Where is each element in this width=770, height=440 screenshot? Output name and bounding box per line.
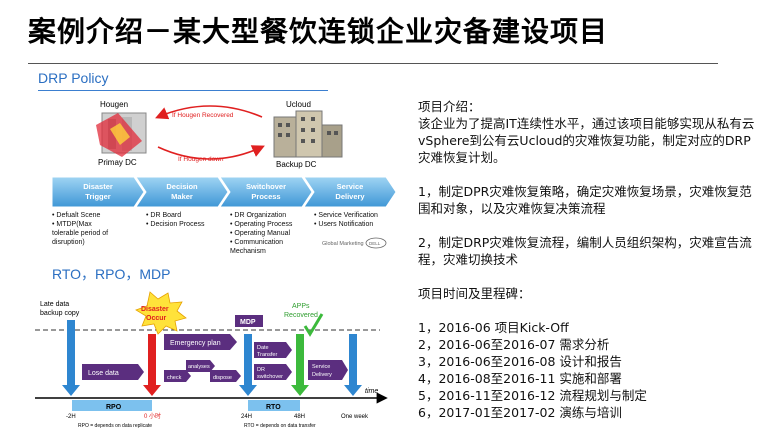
- date-transfer-label-1: Date: [257, 345, 269, 351]
- emergency-plan-label: Emergency plan: [170, 340, 221, 347]
- title-divider: [28, 63, 718, 64]
- primary-dc-icon: [96, 113, 146, 157]
- milestone-item: 1，2016-06 项目Kick-Off: [418, 319, 758, 336]
- apps-label-1: APPs: [292, 303, 310, 310]
- disaster-red-arrow: [143, 334, 161, 396]
- drp-policy-diagram: Hougen Primay DC Ucloud Backup DC If Hou…: [30, 95, 400, 260]
- milestone-item: 6，2017-01至2017-02 演练与培训: [418, 404, 758, 421]
- lose-data-label: Lose data: [88, 370, 119, 377]
- phase-title: Maker: [171, 192, 193, 201]
- phase-bullet: • Service Verification: [314, 212, 378, 219]
- drp-policy-heading: DRP Policy: [38, 70, 109, 86]
- intro-item-1: 1，制定DPR灾难恢复策略，确定灾难恢复场景，灾难恢复范围和对象，以及灾难恢复决…: [418, 183, 758, 217]
- rto-label: RTO: [266, 404, 281, 411]
- date-transfer-label-2: Transfer: [257, 352, 277, 358]
- phase-bullet: • Defualt Scene: [52, 212, 100, 219]
- arrow-top-label: If Hougen Recovered: [172, 112, 234, 119]
- phase-bullet: • Operating Manual: [230, 230, 290, 237]
- phase-title: Decision: [166, 182, 198, 191]
- service-delivery-label-1: Service: [312, 364, 330, 370]
- tick-0h: 0 小时: [144, 412, 161, 420]
- milestones-heading: 项目时间及里程碑：: [418, 285, 758, 302]
- phase-bullet: tolerable period of: [52, 230, 108, 237]
- dr-switchover-label-1: DR: [257, 367, 265, 373]
- intro-heading: 项目介绍：: [418, 98, 758, 115]
- phase-title: Service: [337, 182, 364, 191]
- dell-logo-text: DELL: [369, 241, 381, 246]
- phase-bullet: disruption): [52, 239, 85, 246]
- ucloud-label: Ucloud: [286, 100, 311, 109]
- rpo-note: RPO = depends on data replicate: [78, 423, 152, 429]
- tick-one-week: One week: [341, 414, 369, 420]
- milestone-item: 5，2016-11至2016-12 流程规划与制定: [418, 387, 758, 404]
- arrow-bottom-label: If Hougen down: [178, 156, 224, 163]
- phase-title: Trigger: [85, 192, 111, 201]
- milestone-item: 4，2016-08至2016-11 实施和部署: [418, 370, 758, 387]
- one-week-blue-arrow: [344, 334, 362, 396]
- milestone-item: 3，2016-06至2016-08 设计和报告: [418, 353, 758, 370]
- footer-text: Global Marketing: [322, 241, 364, 247]
- phase-bullet: • DR Board: [146, 212, 181, 219]
- dispose-label: dispose: [213, 375, 232, 381]
- phase-bullet: • MTDP(Max: [52, 221, 92, 228]
- phase-title: Process: [251, 192, 280, 201]
- intro-item-2: 2，制定DRP灾难恢复流程，编制人员组织架构，灾难宣告流程，灾难切换技术: [418, 234, 758, 268]
- phase-bullet: • Decision Process: [146, 221, 205, 228]
- phase-title: Switchover: [246, 182, 286, 191]
- rto-rpo-mdp-heading: RTO，RPO，MDP: [52, 264, 171, 284]
- milestone-item: 2，2016-06至2016-07 需求分析: [418, 336, 758, 353]
- rpo-label: RPO: [106, 404, 122, 411]
- rto-rpo-timeline: time Late data backup copy Disaster Occu…: [30, 290, 390, 435]
- phase-title: Disaster: [83, 182, 113, 191]
- apps-label-2: Recovered: [284, 312, 318, 319]
- drp-heading-underline: [38, 90, 328, 91]
- intro-body: 该企业为了提高IT连续性水平，通过该项目能够实现从私有云vSphere到公有云U…: [418, 115, 758, 166]
- project-description: 项目介绍： 该企业为了提高IT连续性水平，通过该项目能够实现从私有云vSpher…: [418, 98, 758, 421]
- service-delivery-label-2: Delivery: [312, 372, 332, 378]
- hougen-label: Hougen: [100, 100, 128, 109]
- dr-switchover-label-2: switchover: [257, 374, 283, 380]
- late-data-label-1: Late data: [40, 301, 69, 308]
- phase-bullet: Mechanism: [230, 248, 266, 255]
- check-label: check: [167, 375, 182, 381]
- apps-green-arrow: [291, 334, 309, 396]
- late-data-arrow: [62, 320, 80, 396]
- primary-dc-label: Primay DC: [98, 158, 137, 167]
- phase-bullet: • DR Organization: [230, 212, 286, 219]
- tick-24h: 24H: [241, 414, 252, 420]
- analyses-label: analyses: [188, 364, 210, 370]
- disaster-label-2: Occur: [146, 315, 167, 322]
- tick-48h: 48H: [294, 414, 305, 420]
- tick-minus-2h: -2H: [66, 414, 76, 420]
- disaster-label-1: Disaster: [141, 306, 169, 313]
- disaster-burst: [136, 292, 186, 334]
- phase-bullet: • Operating Process: [230, 221, 293, 228]
- page-title: 案例介绍－某大型餐饮连锁企业灾备建设项目: [28, 10, 608, 50]
- phase-bullet: • Communication: [230, 239, 283, 246]
- rto-note: RTO = depends on data transfer: [244, 423, 316, 429]
- mdp-label: MDP: [240, 319, 256, 326]
- phase-bullet: • Users Notification: [314, 221, 373, 228]
- late-data-label-2: backup copy: [40, 310, 80, 317]
- phase-title: Delivery: [335, 192, 365, 201]
- backup-dc-label: Backup DC: [276, 160, 317, 169]
- backup-dc-icon: [274, 111, 342, 157]
- time-axis-label: time: [365, 388, 378, 395]
